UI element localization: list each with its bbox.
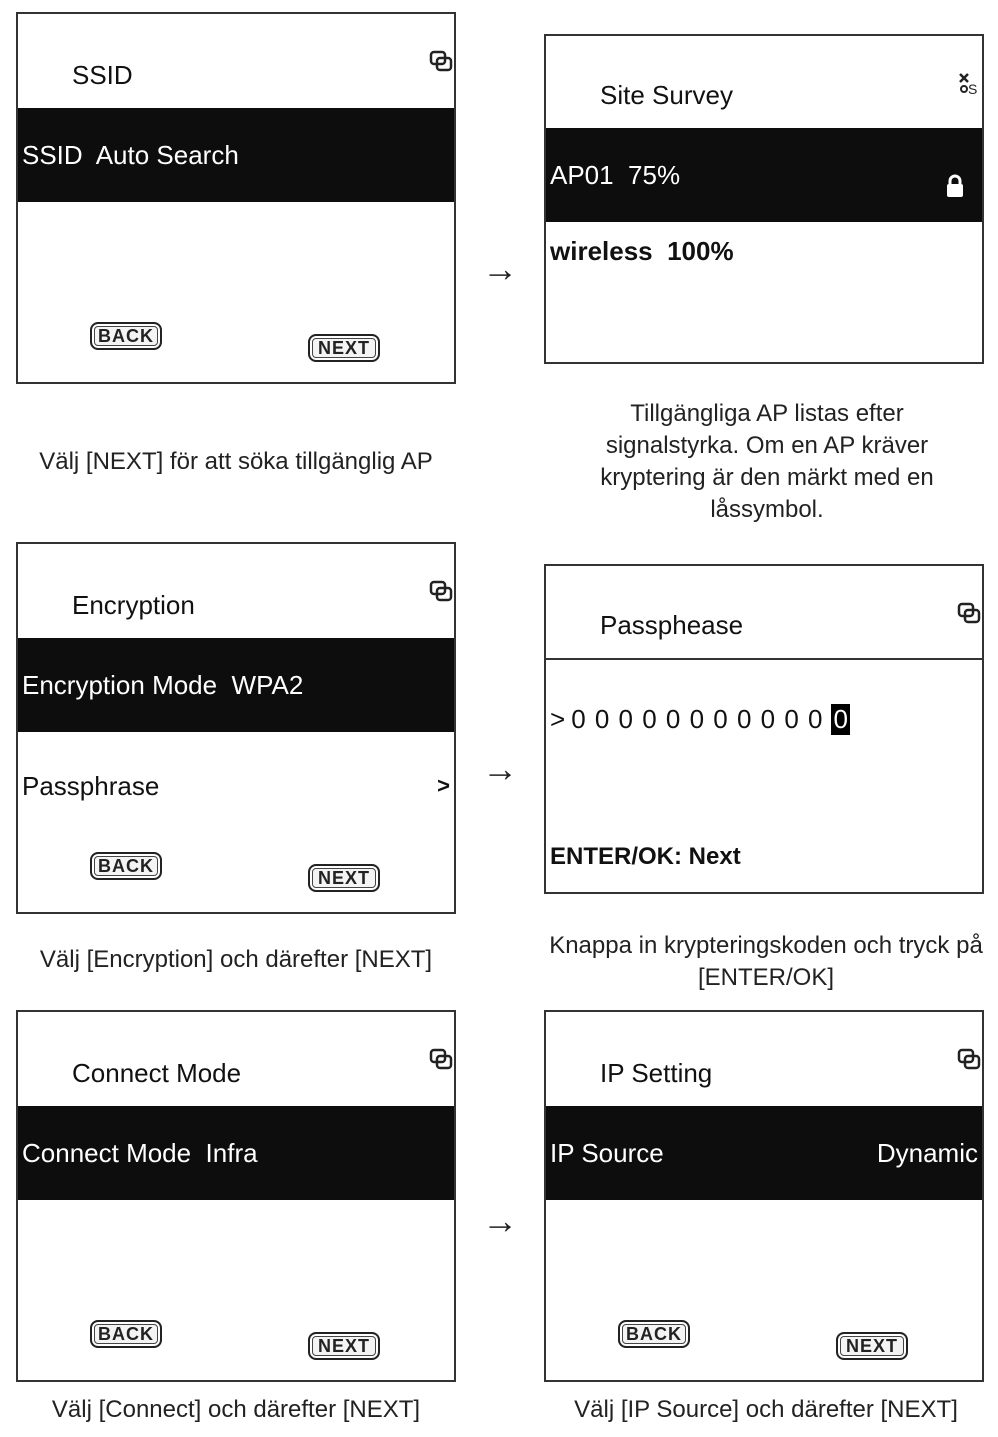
wifi-connected-icon <box>429 1048 453 1070</box>
ip-setting-screen: IP Setting IP Source Dynamic BACK NEXT <box>544 1010 984 1382</box>
flow-arrow: → <box>482 748 518 789</box>
screen-title: Connect Mode <box>72 1058 242 1088</box>
wifi-disconnected-icon: S <box>959 73 977 96</box>
screen-title: SSID <box>72 60 133 90</box>
svg-text:S: S <box>968 81 977 96</box>
ap-list-item-selected[interactable]: AP01 75% <box>546 128 982 222</box>
screen-title: IP Setting <box>600 1058 713 1088</box>
ssid-auto-search-option[interactable]: SSID Auto Search <box>18 108 454 202</box>
text-cursor: 0 <box>831 703 850 735</box>
caption-site-survey: Tillgängliga AP listas efter signalstyrk… <box>600 400 934 523</box>
back-button[interactable]: BACK <box>90 322 162 350</box>
screen-title: Site Survey <box>600 80 733 110</box>
lock-icon <box>947 174 963 197</box>
caption-passphrase: Knappa in krypteringskoden och tryck på … <box>549 932 983 991</box>
next-button[interactable]: NEXT <box>836 1332 908 1360</box>
back-button[interactable]: BACK <box>90 852 162 880</box>
wifi-connected-icon <box>429 50 453 72</box>
next-button[interactable]: NEXT <box>308 1332 380 1360</box>
wifi-connected-icon <box>429 580 453 602</box>
next-button[interactable]: NEXT <box>308 334 380 362</box>
encryption-mode-option[interactable]: Encryption Mode WPA2 <box>18 638 454 732</box>
flow-arrow: → <box>482 1200 518 1241</box>
caption-ssid: Välj [NEXT] för att söka tillgänglig AP <box>39 448 433 475</box>
title-divider <box>546 658 982 660</box>
enter-ok-hint: ENTER/OK: Next <box>550 843 741 870</box>
caption-ip-setting: Välj [IP Source] och därefter [NEXT] <box>574 1396 958 1423</box>
connect-mode-option[interactable]: Connect Mode Infra <box>18 1106 454 1200</box>
passphrase-option[interactable]: Passphrase > <box>22 770 450 801</box>
wifi-connected-icon <box>957 1048 981 1070</box>
passphrase-screen: Passphease > 0 0 0 0 0 0 0 0 0 0 0 0 ENT… <box>544 564 984 894</box>
site-survey-screen: Site Survey S AP01 75% wireless 100% <box>544 34 984 364</box>
caption-encryption: Välj [Encryption] och därefter [NEXT] <box>39 946 433 973</box>
ap-list-item[interactable]: wireless 100% <box>550 235 734 266</box>
ip-source-option[interactable]: IP Source Dynamic <box>546 1106 982 1200</box>
wifi-connected-icon <box>957 602 981 624</box>
caption-connect-mode: Välj [Connect] och därefter [NEXT] <box>51 1396 421 1423</box>
passphrase-input[interactable]: > 0 0 0 0 0 0 0 0 0 0 0 0 <box>550 703 850 735</box>
flow-arrow: → <box>482 248 518 289</box>
screen-title: Passphease <box>600 610 744 640</box>
back-button[interactable]: BACK <box>618 1320 690 1348</box>
screen-title: Encryption <box>72 590 195 620</box>
back-button[interactable]: BACK <box>90 1320 162 1348</box>
chevron-right-icon: > <box>437 773 450 798</box>
next-button[interactable]: NEXT <box>308 864 380 892</box>
connect-mode-screen: Connect Mode Connect Mode Infra BACK NEX… <box>16 1010 456 1382</box>
ssid-screen: SSID SSID Auto Search BACK NEXT <box>16 12 456 384</box>
encryption-screen: Encryption Encryption Mode WPA2 Passphra… <box>16 542 456 914</box>
